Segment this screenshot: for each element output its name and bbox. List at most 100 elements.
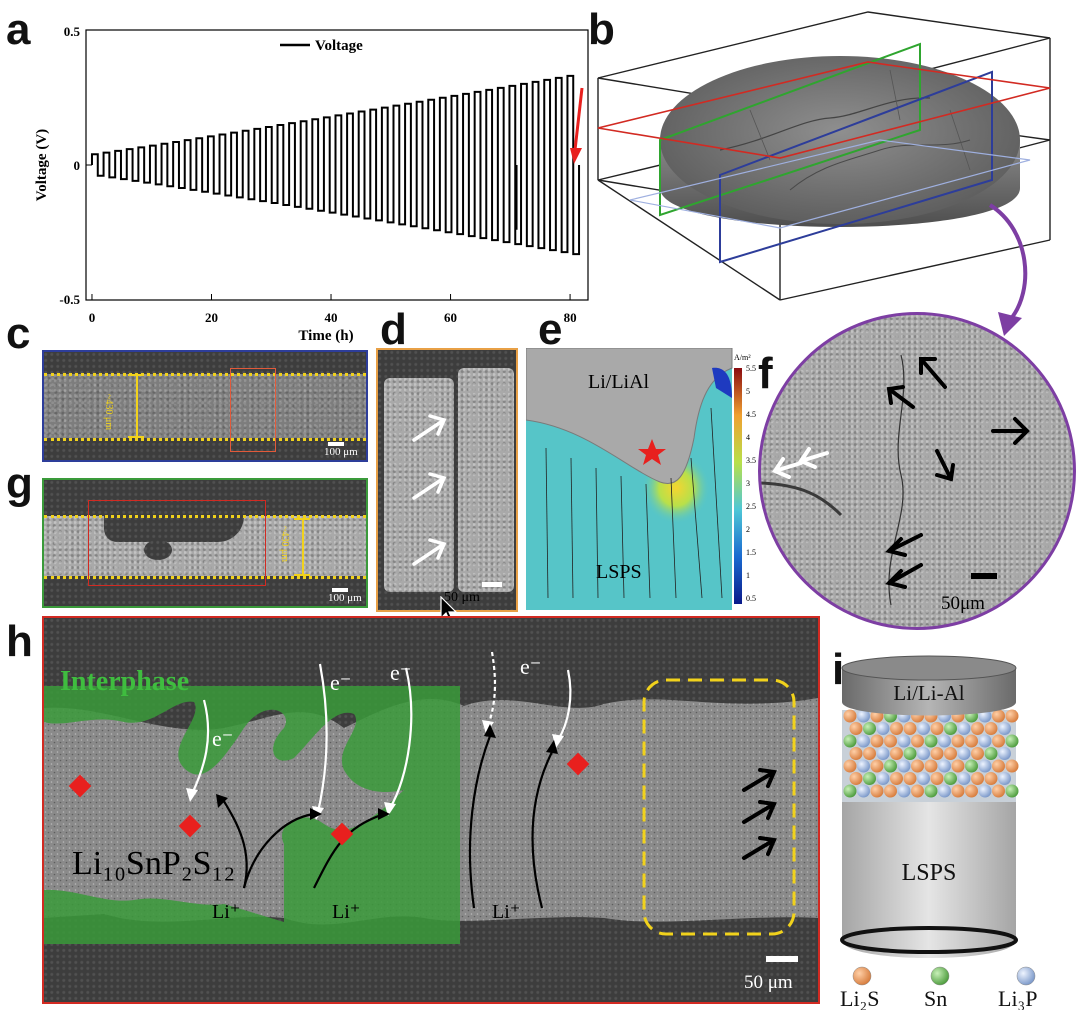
panel-label-c: c [6, 309, 31, 358]
arrowhead [186, 788, 198, 802]
panel-d-image: 50 μm [376, 348, 518, 612]
panel-label-i: i [832, 645, 845, 694]
electrode-label: Li/Li-Al [893, 681, 964, 705]
colorbar-tick-label: 5.5 [746, 364, 756, 373]
particle [951, 784, 965, 798]
particle [884, 734, 897, 748]
particle [998, 747, 1011, 760]
star-marker [638, 439, 666, 465]
metal-disc-side [842, 668, 1016, 716]
current-density-map: Li/LiAl LSPS A/m² 5.554.543.532.521.510.… [525, 347, 756, 610]
colorbar-unit: A/m² [734, 353, 751, 362]
particle [971, 772, 984, 785]
thickness-label: ~430 μm [279, 526, 290, 563]
arrowhead [378, 808, 390, 820]
electron-path [191, 699, 210, 795]
particle [984, 772, 998, 785]
y-tick-label: -0.5 [59, 292, 80, 307]
black-arrow [886, 385, 915, 409]
particle [924, 784, 938, 798]
particle [843, 759, 857, 773]
particle [957, 722, 971, 735]
panel-label-h: h [6, 617, 33, 666]
particle [951, 734, 965, 748]
panel-label-e: e [538, 305, 563, 354]
material-label: Li₁₀SnP₂S₁₂ [72, 845, 235, 882]
lithium-path [468, 735, 492, 909]
blue-slice-plane [719, 70, 993, 264]
particle [863, 772, 876, 785]
decomposed-region [144, 540, 172, 560]
panel-b-tomography [590, 0, 1080, 345]
grain-right [458, 368, 514, 592]
lithium-path [242, 812, 315, 889]
electron-label: e⁻ [520, 654, 541, 679]
particle [957, 772, 971, 785]
decomposed-region [104, 516, 244, 542]
legend-marker-li2s [852, 966, 872, 986]
colorbar-tick-label: 1.5 [746, 548, 756, 557]
arrowhead [216, 794, 228, 808]
particle [843, 709, 857, 723]
particle [938, 784, 951, 798]
particle [917, 772, 930, 785]
particle [924, 759, 938, 773]
colorbar-tick-label: 4 [746, 433, 750, 442]
lithium-label: Li⁺ [332, 901, 360, 923]
white-arrow [412, 472, 447, 500]
arrowhead [482, 720, 494, 734]
particle [984, 747, 998, 760]
cell-schematic: LSPS Li/Li-Al Li₂S Sn Li₃P [840, 655, 1037, 1011]
black-arrow [935, 449, 955, 482]
electron-path [316, 663, 328, 813]
colorbar-tick-label: 1 [746, 571, 750, 580]
y-tick-label: 0 [74, 158, 81, 173]
electrode-label: Li/LiAl [588, 371, 650, 393]
particle [897, 734, 911, 748]
particle [843, 734, 857, 748]
crack-line [761, 481, 843, 517]
colorbar-tick-label: 2 [746, 525, 750, 534]
particle [911, 734, 924, 748]
x-axis-label: Time (h) [298, 328, 353, 344]
scale-bar [328, 442, 344, 446]
scale-label: 50 μm [444, 590, 480, 605]
particle [992, 759, 1005, 773]
panel-i-schematic: LSPS Li/Li-Al Li₂S Sn Li₃P [830, 640, 1076, 1011]
particle [843, 784, 857, 798]
black-arrow [742, 800, 777, 824]
highlight-box [642, 678, 796, 936]
particle [884, 784, 897, 798]
particle [863, 722, 876, 735]
particle [890, 772, 903, 785]
particle [870, 734, 884, 748]
particle [938, 759, 951, 773]
particle [998, 772, 1011, 785]
particle [849, 722, 863, 735]
white-arrow [412, 538, 447, 566]
scale-label: 100 μm [324, 446, 358, 458]
legend-label: Voltage [315, 38, 363, 54]
scale-label: 100 μm [328, 592, 362, 604]
black-arrow [885, 563, 923, 589]
particle [857, 734, 870, 748]
electrolyte-label: LSPS [902, 860, 957, 886]
interphase-overlay: Interphase Li₁₀SnP₂S₁₂ e⁻ e⁻ e⁻ e⁻ Li⁺ L… [44, 651, 818, 993]
particle [876, 747, 890, 760]
region-of-interest-box [230, 368, 276, 452]
legend-marker-li3p [1016, 966, 1036, 986]
particle [938, 734, 951, 748]
particle [849, 772, 863, 785]
particle [849, 747, 863, 760]
white-arrow [772, 457, 803, 479]
particle [965, 759, 978, 773]
x-tick-label: 0 [89, 310, 96, 325]
upper-boundary-dots [44, 373, 366, 376]
lithium-path [531, 751, 553, 909]
particle [857, 759, 870, 773]
lightblue-slice-plane [629, 139, 1031, 229]
metal-disc-top [841, 655, 1017, 681]
thickness-arrow [302, 518, 304, 574]
